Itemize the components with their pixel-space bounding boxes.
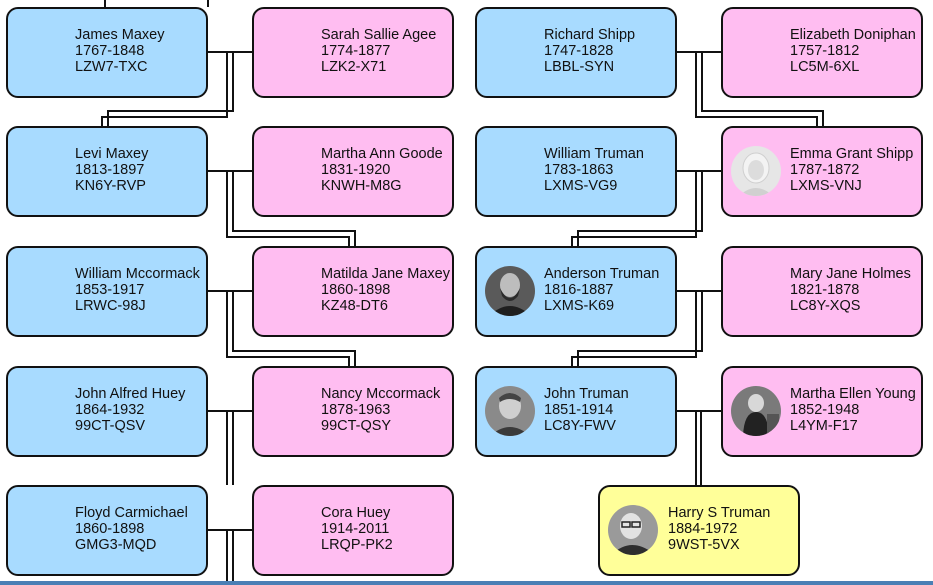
person-name: Mary Jane Holmes <box>790 266 911 282</box>
person-name: John Alfred Huey <box>75 386 186 402</box>
person-lifespan: 1860-1898 <box>75 521 145 537</box>
person-lifespan: 1783-1863 <box>544 162 614 178</box>
person-name: Martha Ellen Young <box>790 386 916 402</box>
mccormack-matilda-descent-a <box>226 291 350 366</box>
person-lifespan: 1852-1948 <box>790 402 860 418</box>
person-name: William Mccormack <box>75 266 200 282</box>
person-name: Cora Huey <box>321 505 391 521</box>
person-lifespan: 1914-2011 <box>321 521 390 537</box>
person-id: LXMS-K69 <box>544 298 615 314</box>
person-lifespan: 1884-1972 <box>668 521 738 537</box>
person-name: Emma Grant Shipp <box>790 146 914 162</box>
person-id: L4YM-F17 <box>790 418 858 434</box>
shipp-doniphan-descent-b <box>701 52 824 126</box>
person-id: 99CT-QSV <box>75 418 146 434</box>
person-name: James Maxey <box>75 27 165 43</box>
person-name: Elizabeth Doniphan <box>790 27 916 43</box>
maxey-agee-descent-a <box>101 52 228 126</box>
portrait-photo <box>608 505 658 555</box>
person-lifespan: 1821-1878 <box>790 282 860 298</box>
person-name: Martha Ann Goode <box>321 146 443 162</box>
person-name: Harry S Truman <box>668 505 771 521</box>
person-id: LC5M-6XL <box>790 59 860 75</box>
mccormack-matilda-descent-b <box>232 291 356 366</box>
levi-martha-descent-a <box>226 171 350 246</box>
person-id: KZ48-DT6 <box>321 298 388 314</box>
portrait-photo <box>485 266 535 316</box>
person-id: LZK2-X71 <box>321 59 387 75</box>
william-emma-descent-b <box>577 171 703 246</box>
person-lifespan: 1747-1828 <box>544 43 614 59</box>
person-name: Matilda Jane Maxey <box>321 266 450 282</box>
person-id: GMG3-MQD <box>75 537 157 553</box>
person-name: Anderson Truman <box>544 266 660 282</box>
william-emma-descent-a <box>571 171 697 246</box>
person-lifespan: 1851-1914 <box>544 402 614 418</box>
portrait-photo <box>731 386 781 436</box>
person-lifespan: 1860-1898 <box>321 282 391 298</box>
person-id: 99CT-QSY <box>321 418 392 434</box>
person-id: LC8Y-XQS <box>790 298 861 314</box>
person-name: Levi Maxey <box>75 146 149 162</box>
person-lifespan: 1831-1920 <box>321 162 391 178</box>
person-name: Sarah Sallie Agee <box>321 27 437 43</box>
bottom-scroll-edge <box>0 581 933 585</box>
levi-martha-descent-b <box>232 171 356 246</box>
person-id: LXMS-VNJ <box>790 178 862 194</box>
person-id: KNWH-M8G <box>321 178 402 194</box>
person-name: John Truman <box>544 386 629 402</box>
anderson-mary-descent-a <box>571 291 697 366</box>
person-id: 9WST-5VX <box>668 537 740 553</box>
anderson-mary-descent-b <box>577 291 703 366</box>
shipp-doniphan-descent-a <box>695 52 818 126</box>
person-id: LC8Y-FWV <box>544 418 616 434</box>
person-name: Nancy Mccormack <box>321 386 441 402</box>
person-lifespan: 1816-1887 <box>544 282 614 298</box>
person-id: KN6Y-RVP <box>75 178 146 194</box>
maxey-agee-descent-b <box>107 52 234 126</box>
person-id: LRQP-PK2 <box>321 537 393 553</box>
portrait-photo <box>485 386 535 436</box>
person-name: William Truman <box>544 146 644 162</box>
person-lifespan: 1757-1812 <box>790 43 860 59</box>
person-name: Richard Shipp <box>544 27 636 43</box>
portrait-photo <box>731 146 781 196</box>
person-id: LBBL-SYN <box>544 59 615 75</box>
person-id: LRWC-98J <box>75 298 146 314</box>
person-lifespan: 1787-1872 <box>790 162 860 178</box>
person-lifespan: 1774-1877 <box>321 43 391 59</box>
person-lifespan: 1767-1848 <box>75 43 145 59</box>
person-name: Floyd Carmichael <box>75 505 188 521</box>
person-id: LZW7-TXC <box>75 59 148 75</box>
person-id: LXMS-VG9 <box>544 178 618 194</box>
person-lifespan: 1878-1963 <box>321 402 391 418</box>
person-lifespan: 1813-1897 <box>75 162 145 178</box>
person-lifespan: 1853-1917 <box>75 282 145 298</box>
person-lifespan: 1864-1932 <box>75 402 145 418</box>
